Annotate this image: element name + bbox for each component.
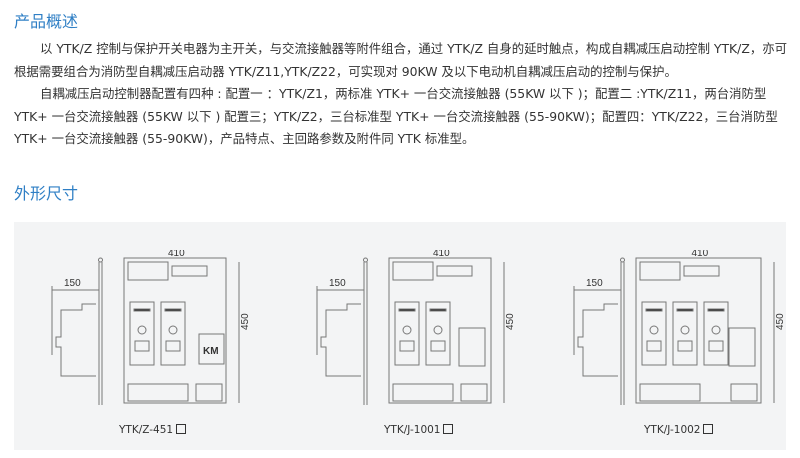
overview-text-1: 以 YTK/Z 控制与保护开关电器为主开关，与交流接触器等附件组合，通过 YTK…: [14, 41, 788, 79]
front-view: [388, 257, 505, 404]
contactor: [458, 327, 486, 367]
terminal-block: [460, 383, 488, 402]
front-view: [635, 257, 775, 404]
side-view: [51, 257, 103, 405]
checkbox-icon: [703, 424, 714, 434]
side-view: [573, 257, 625, 405]
caption-model-1: YTK/Z-451: [119, 424, 187, 436]
depth-label: 150: [329, 278, 346, 289]
caption-text: YTK/Z-451: [119, 424, 174, 436]
contactor: [728, 327, 756, 367]
terminal-block: [195, 383, 223, 402]
section-title-dimensions: 外形尺寸: [14, 184, 79, 203]
depth-label: 150: [586, 278, 603, 289]
caption-text: YTK/J-1001: [384, 424, 441, 436]
switch-unit: [394, 301, 420, 366]
side-view: [316, 257, 368, 405]
switch-unit: [129, 301, 155, 366]
drawing-model-2: 150 410 450: [299, 248, 519, 419]
width-label: 410: [433, 250, 450, 259]
depth-label: 150: [64, 278, 81, 289]
overview-text-2: 自耦减压启动控制器配置有四种 : 配置一 ：YTK/Z1，两标准 YTK+ 一台…: [14, 86, 778, 147]
overview-paragraph-2: 自耦减压启动控制器配置有四种 : 配置一 ：YTK/Z1，两标准 YTK+ 一台…: [14, 83, 794, 151]
km-label: KM: [203, 346, 219, 357]
switch-unit: [703, 301, 729, 366]
height-label: 450: [775, 313, 786, 330]
width-label: 410: [692, 250, 709, 259]
width-label: 410: [168, 250, 185, 259]
dimension-drawings-panel: 150 410 450 KM YTK/Z-451 150 410: [14, 222, 786, 450]
switch-unit: [641, 301, 667, 366]
switch-unit: [160, 301, 186, 366]
caption-text: YTK/J-1002: [644, 424, 701, 436]
front-view: [123, 257, 240, 404]
checkbox-icon: [176, 424, 187, 434]
overview-paragraph-1: 以 YTK/Z 控制与保护开关电器为主开关，与交流接触器等附件组合，通过 YTK…: [14, 38, 794, 83]
terminal-block: [392, 383, 454, 402]
terminal-block: [730, 383, 758, 402]
caption-model-2: YTK/J-1001: [384, 424, 454, 436]
switch-unit: [425, 301, 451, 366]
switch-unit: [672, 301, 698, 366]
height-label: 450: [240, 313, 251, 330]
terminal-block: [127, 383, 189, 402]
section-title-overview: 产品概述: [14, 12, 79, 31]
caption-model-3: YTK/J-1002: [644, 424, 714, 436]
checkbox-icon: [443, 424, 454, 434]
drawing-model-1: 150 410 450 KM: [34, 248, 254, 419]
terminal-block: [639, 383, 701, 402]
drawing-model-3: 150 410 450: [556, 248, 786, 419]
height-label: 450: [505, 313, 516, 330]
